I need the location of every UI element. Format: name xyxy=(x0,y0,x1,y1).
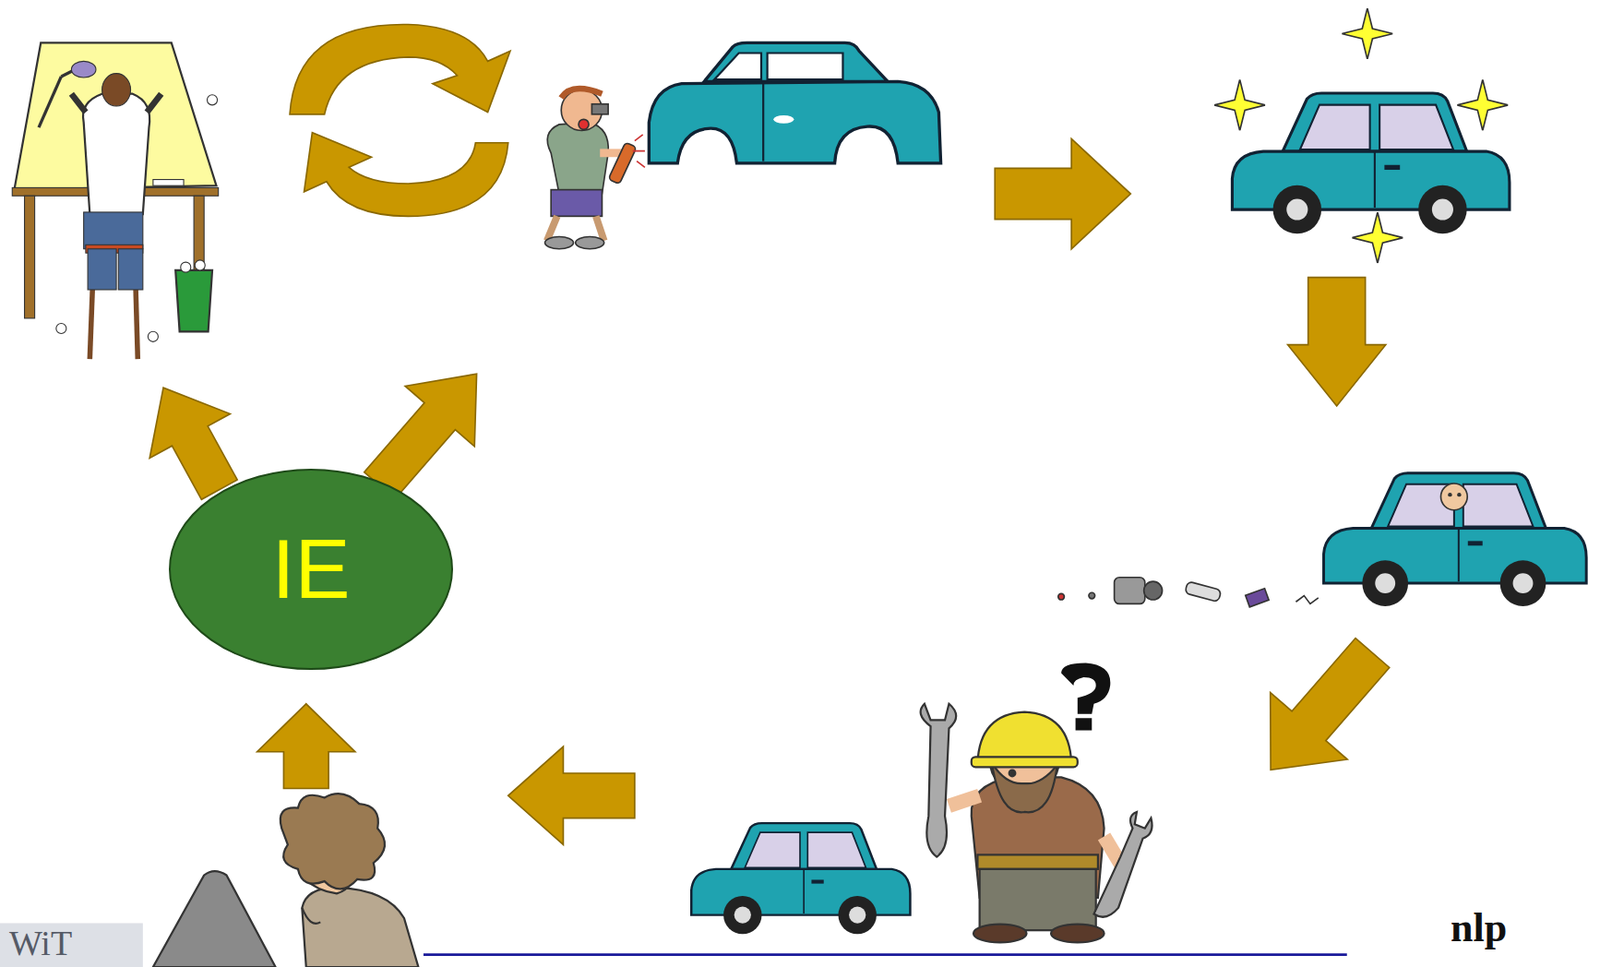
footer-rule xyxy=(0,922,1348,967)
cycle-arrows xyxy=(289,23,511,216)
new-car xyxy=(1214,8,1510,263)
flow-arrow xyxy=(122,138,1411,845)
car-body-shell xyxy=(648,42,941,163)
designer-desk xyxy=(11,42,218,359)
user-at-computer xyxy=(153,793,419,967)
welder-figure xyxy=(545,88,645,250)
ellipse-shape xyxy=(169,469,453,669)
logo-text: nlp xyxy=(1450,907,1507,949)
repair-car xyxy=(691,823,910,934)
logo-text: WiT xyxy=(9,925,72,961)
node-label: IE xyxy=(271,527,350,611)
ellipse-node: IE xyxy=(167,467,454,671)
breaking-car xyxy=(1058,473,1587,608)
mechanic-figure xyxy=(920,663,1153,944)
